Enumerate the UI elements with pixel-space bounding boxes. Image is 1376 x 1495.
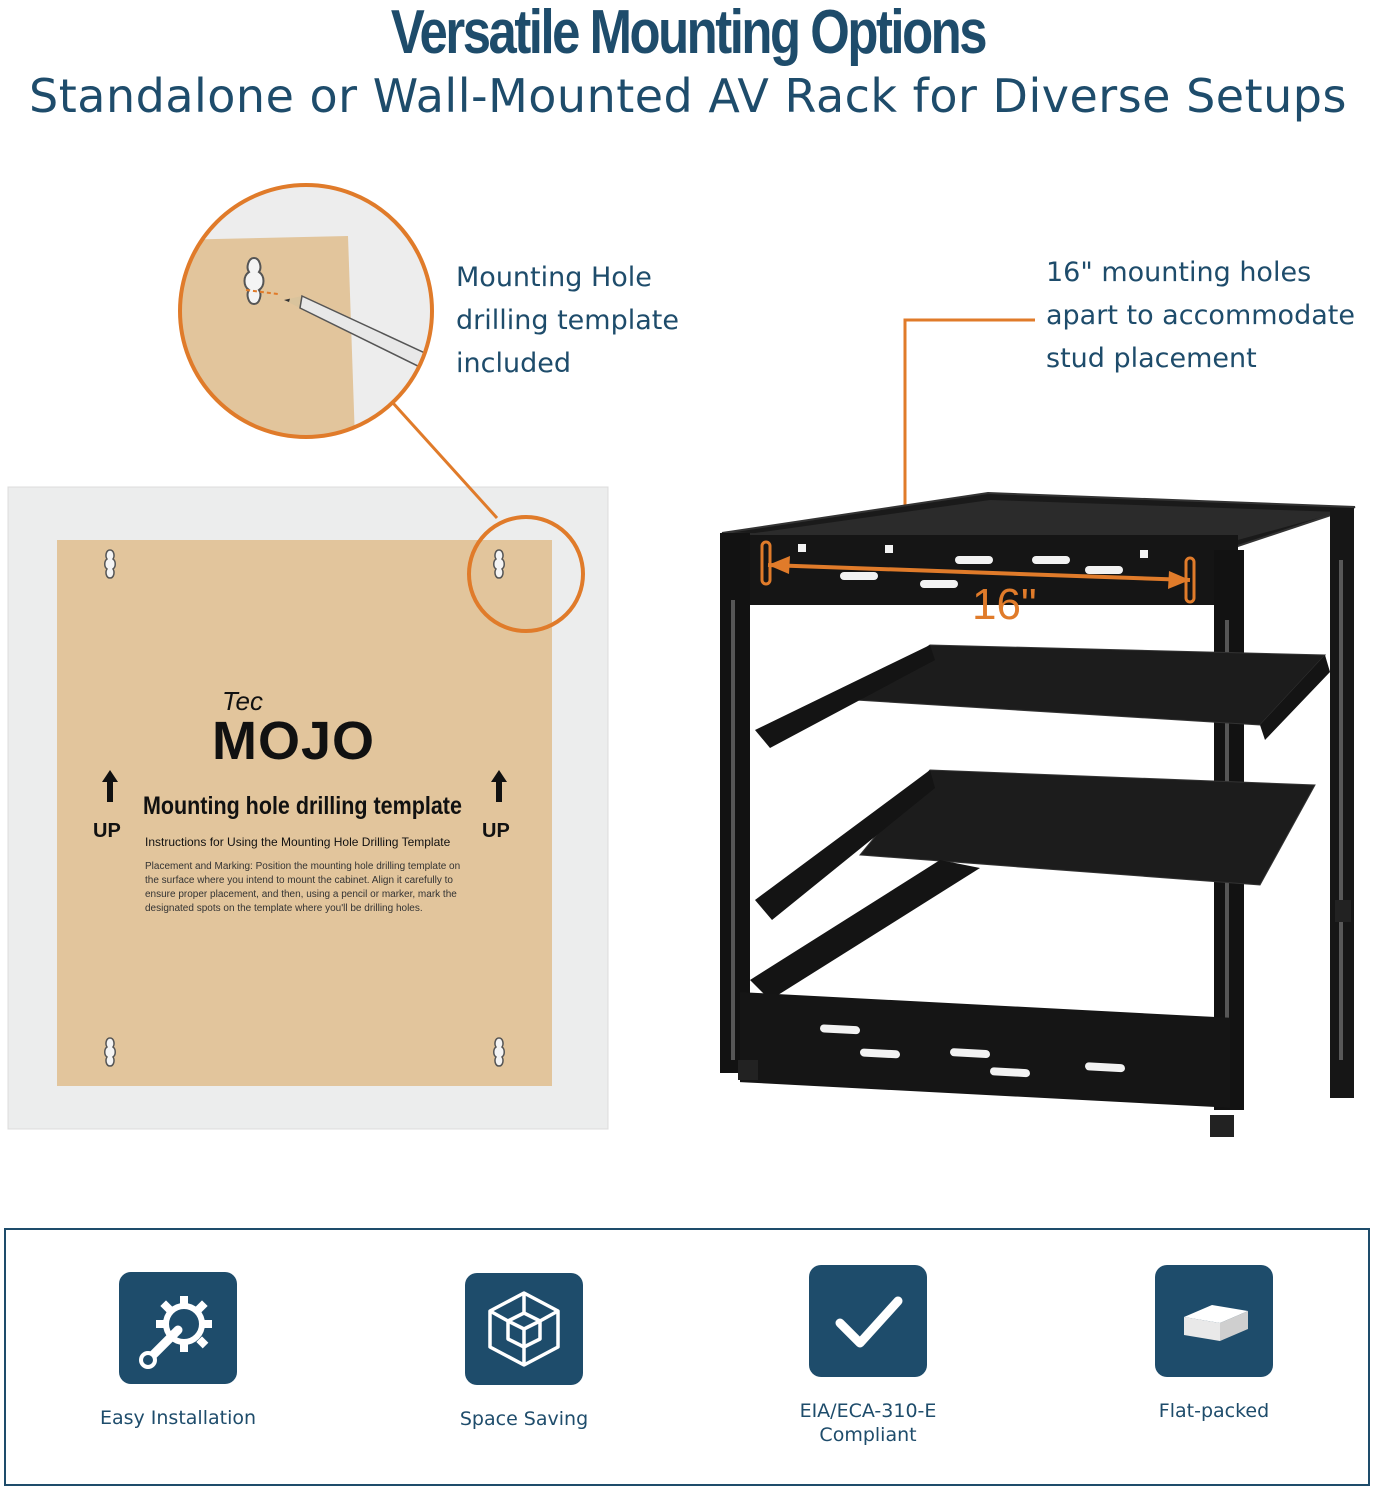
- feature-tile: [1155, 1265, 1273, 1377]
- template-callout: Mounting Hole drilling template included: [456, 262, 679, 379]
- keyhole-marks: [104, 549, 505, 1067]
- pencil-icon: [284, 294, 432, 376]
- checkmark-icon: [835, 1296, 903, 1348]
- bottom-beam: [740, 992, 1230, 1108]
- instructions-title: Instructions for Using the Mounting Hole…: [145, 835, 451, 849]
- template-illustration: Tec MOJO Mounting hole drilling template…: [0, 170, 700, 1150]
- rack-graphic: [720, 318, 1356, 1137]
- up-label-left: UP: [93, 820, 121, 842]
- cube-icon: [488, 1291, 560, 1367]
- feature-label: Easy Installation: [99, 1407, 257, 1429]
- feature-label: EIA/ECA-310-E Compliant: [799, 1400, 937, 1446]
- feature-label: Space Saving: [459, 1408, 589, 1430]
- template-illustration-graphic: [7, 183, 609, 1130]
- arrow-up-icon: [491, 770, 507, 802]
- callout-connector: [391, 401, 499, 520]
- brand-small: Tec: [222, 686, 263, 716]
- feature-eia-compliant: EIA/ECA-310-E Compliant: [738, 1265, 998, 1447]
- features-panel: [4, 1228, 1370, 1486]
- top-beam: [722, 535, 1238, 605]
- zoom-circle: [178, 183, 434, 439]
- feature-tile: [809, 1265, 927, 1377]
- arrow-up-icon: [102, 770, 118, 802]
- feature-label: Flat-packed: [1158, 1400, 1270, 1422]
- feature-flat-packed: Flat-packed: [1084, 1265, 1344, 1423]
- dimension-label: 16": [972, 580, 1037, 629]
- gear-wrench-icon: [139, 1296, 212, 1369]
- template-sheet: [57, 540, 552, 1086]
- rack-callout: 16" mounting holes apart to accommodate …: [1046, 257, 1355, 374]
- feature-space-saving: Space Saving: [394, 1273, 654, 1431]
- rack-callout-line: [903, 318, 1035, 538]
- flat-box-icon: [1184, 1305, 1248, 1341]
- feature-tile: [465, 1273, 583, 1385]
- highlight-circle: [467, 515, 585, 633]
- dimension-arrow: [767, 563, 1191, 582]
- page-title: Versatile Mounting Options: [390, 0, 988, 67]
- page-subtitle: Standalone or Wall-Mounted AV Rack for D…: [29, 69, 1347, 123]
- rack-illustration: 16": [700, 300, 1376, 1140]
- template-heading: Mounting hole drilling template: [143, 792, 462, 820]
- instructions-body: Placement and Marking: Position the moun…: [145, 861, 461, 914]
- up-label-right: UP: [482, 820, 510, 842]
- brand-logo: MOJO: [212, 711, 376, 771]
- feature-tile: [119, 1272, 237, 1384]
- feature-easy-installation: Easy Installation: [48, 1272, 308, 1430]
- zoom-detail: [180, 185, 432, 437]
